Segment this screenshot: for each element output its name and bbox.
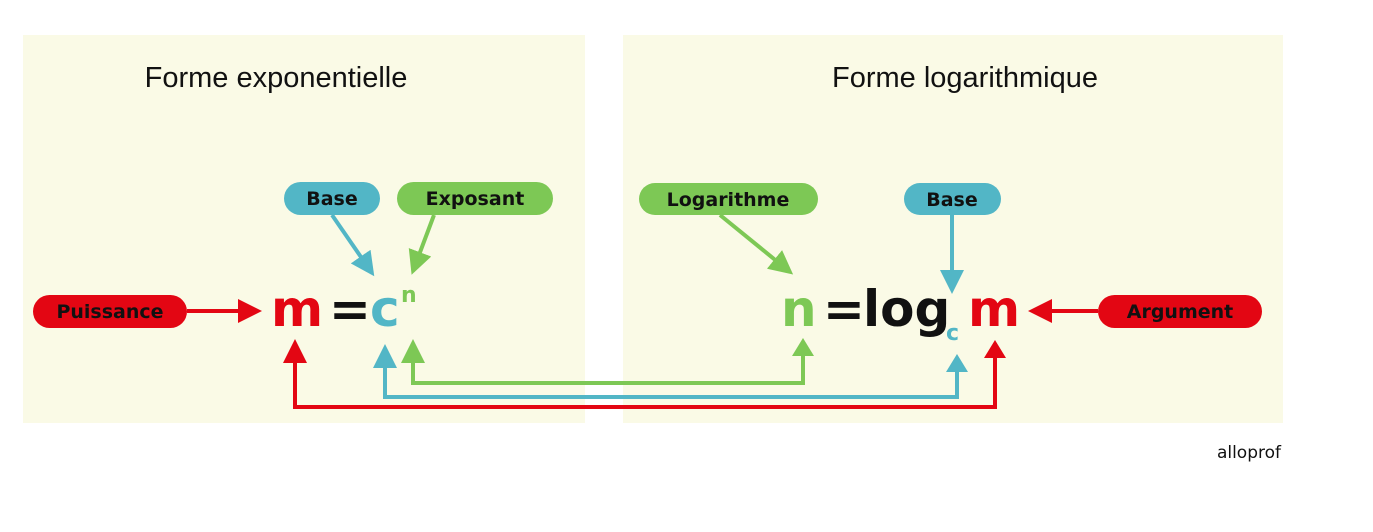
base-arrow-left (330, 213, 375, 277)
base-c-subscript: c (946, 321, 959, 346)
log-function: log (863, 280, 950, 338)
power-m: m (271, 280, 323, 338)
argument-label: Argument (1098, 295, 1262, 328)
exponent-connector-arrow (401, 339, 805, 385)
logarithm-n: n (781, 280, 817, 338)
logarithm-arrow (718, 213, 794, 275)
svg-text:Base: Base (926, 189, 978, 211)
base-connector-arrow (373, 344, 959, 399)
base-label-left: Base (284, 182, 380, 215)
equals-sign: = (823, 280, 865, 338)
equals-sign: = (329, 280, 371, 338)
logarithm-label: Logarithme (639, 183, 818, 215)
base-label-right: Base (904, 183, 1001, 215)
base-c: c (370, 280, 400, 338)
exponent-arrow (408, 214, 436, 275)
svg-text:Exposant: Exposant (426, 188, 525, 210)
svg-text:Logarithme: Logarithme (667, 189, 790, 211)
power-label: Puissance (33, 295, 187, 328)
svg-text:Base: Base (306, 188, 358, 210)
argument-m: m (968, 280, 1020, 338)
svg-text:Puissance: Puissance (56, 301, 163, 323)
arrowhead (946, 354, 968, 372)
alloprof-logo: alloprof (1217, 443, 1282, 463)
argument-connector-arrow (283, 339, 997, 409)
exponent-n: n (401, 283, 417, 308)
arrowhead (792, 338, 814, 356)
exponent-label: Exposant (397, 182, 553, 215)
arrowhead (984, 340, 1006, 358)
svg-text:Argument: Argument (1127, 301, 1234, 323)
logarithmic-title: Forme logarithmique (832, 62, 1098, 94)
exponential-title: Forme exponentielle (145, 62, 408, 94)
